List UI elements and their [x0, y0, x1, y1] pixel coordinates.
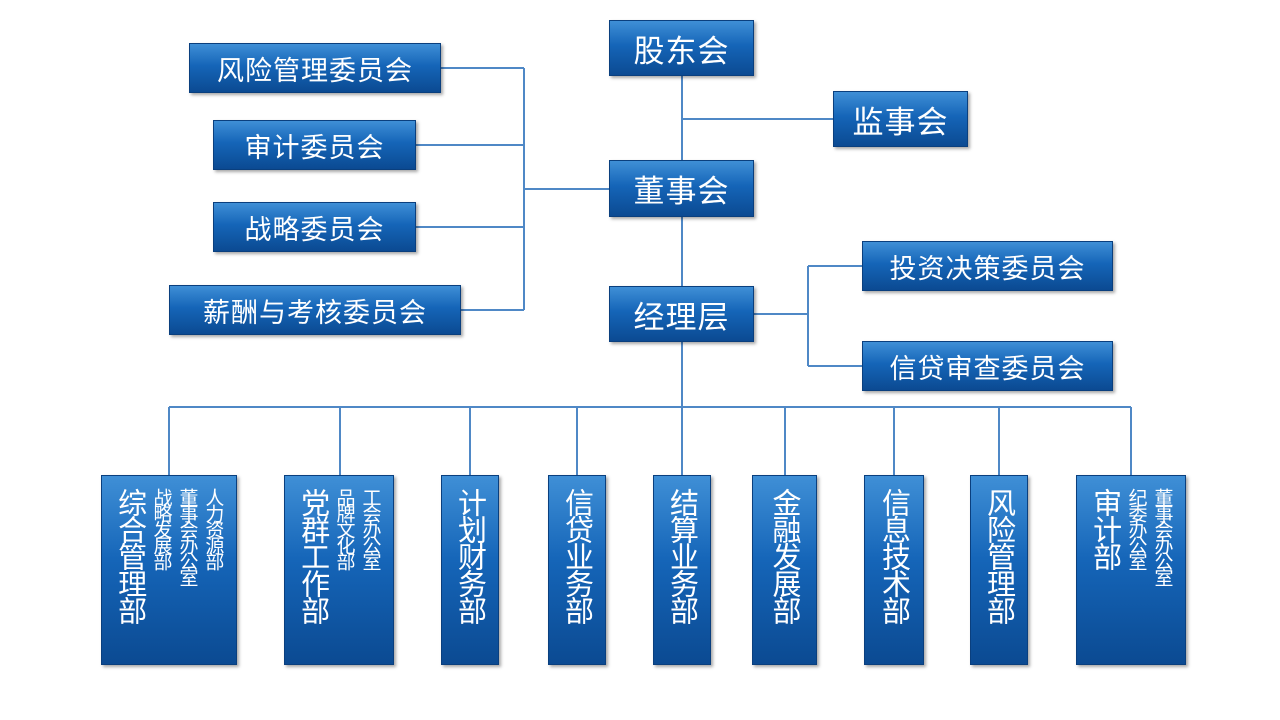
- committee-label: 风险管理委员会: [217, 55, 413, 87]
- committee-label: 信贷审查委员会: [889, 353, 1086, 385]
- committee-label: 投资决策委员会: [889, 253, 1086, 285]
- node-committee-credit: 信贷审查委员会: [862, 341, 1113, 391]
- committee-label: 薪酬与考核委员会: [203, 297, 427, 329]
- dept-label: 金融发展部: [768, 488, 802, 623]
- node-dept-general-management: 综合管理部 战略发展部 董事会办公室 人力资源部: [101, 475, 237, 665]
- node-committee-compensation: 薪酬与考核委员会: [169, 285, 461, 335]
- dept-sub-label: 人力资源部: [202, 488, 225, 568]
- dept-label: 信贷业务部: [560, 488, 595, 623]
- node-dept-credit-business: 信贷业务部: [548, 475, 606, 665]
- node-dept-information-technology: 信息技术部: [864, 475, 924, 665]
- dept-sub-label: 战略发展部: [150, 488, 173, 568]
- node-committee-investment: 投资决策委员会: [862, 241, 1113, 291]
- node-board: 董事会: [609, 160, 754, 217]
- node-committee-risk: 风险管理委员会: [189, 43, 441, 93]
- node-committee-audit: 审计委员会: [213, 120, 416, 170]
- node-supervisors-label: 监事会: [852, 104, 949, 141]
- node-management-label: 经理层: [633, 299, 730, 336]
- node-committee-strategy: 战略委员会: [213, 202, 416, 252]
- node-dept-financial-development: 金融发展部: [752, 475, 817, 665]
- node-dept-planning-finance: 计划财务部: [441, 475, 499, 665]
- node-shareholders: 股东会: [609, 20, 754, 76]
- node-dept-party-affairs: 党群工作部 品牌文化部 工会办公室: [284, 475, 394, 665]
- node-dept-risk-management: 风险管理部: [970, 475, 1028, 665]
- dept-label: 审计部: [1088, 488, 1123, 569]
- node-shareholders-label: 股东会: [633, 33, 730, 70]
- node-dept-audit: 审计部 纪委办公室 董事会办公室: [1076, 475, 1186, 665]
- committee-label: 审计委员会: [244, 132, 385, 164]
- node-management: 经理层: [609, 286, 754, 342]
- dept-label: 计划财务部: [453, 488, 488, 623]
- dept-label: 结算业务部: [665, 488, 700, 623]
- dept-label: 综合管理部: [113, 488, 148, 623]
- dept-sub-label: 纪委办公室: [1125, 488, 1148, 568]
- dept-sub-label: 董事会办公室: [176, 488, 199, 584]
- dept-sub-label: 工会办公室: [359, 488, 382, 568]
- dept-sub-label: 品牌文化部: [333, 488, 356, 568]
- node-dept-settlement-business: 结算业务部: [653, 475, 711, 665]
- committee-label: 战略委员会: [244, 214, 385, 246]
- dept-sub-label: 董事会办公室: [1151, 488, 1174, 584]
- dept-label: 信息技术部: [877, 488, 912, 623]
- node-supervisors: 监事会: [833, 91, 968, 147]
- dept-label: 党群工作部: [296, 488, 331, 623]
- node-board-label: 董事会: [633, 174, 730, 210]
- dept-label: 风险管理部: [982, 488, 1017, 623]
